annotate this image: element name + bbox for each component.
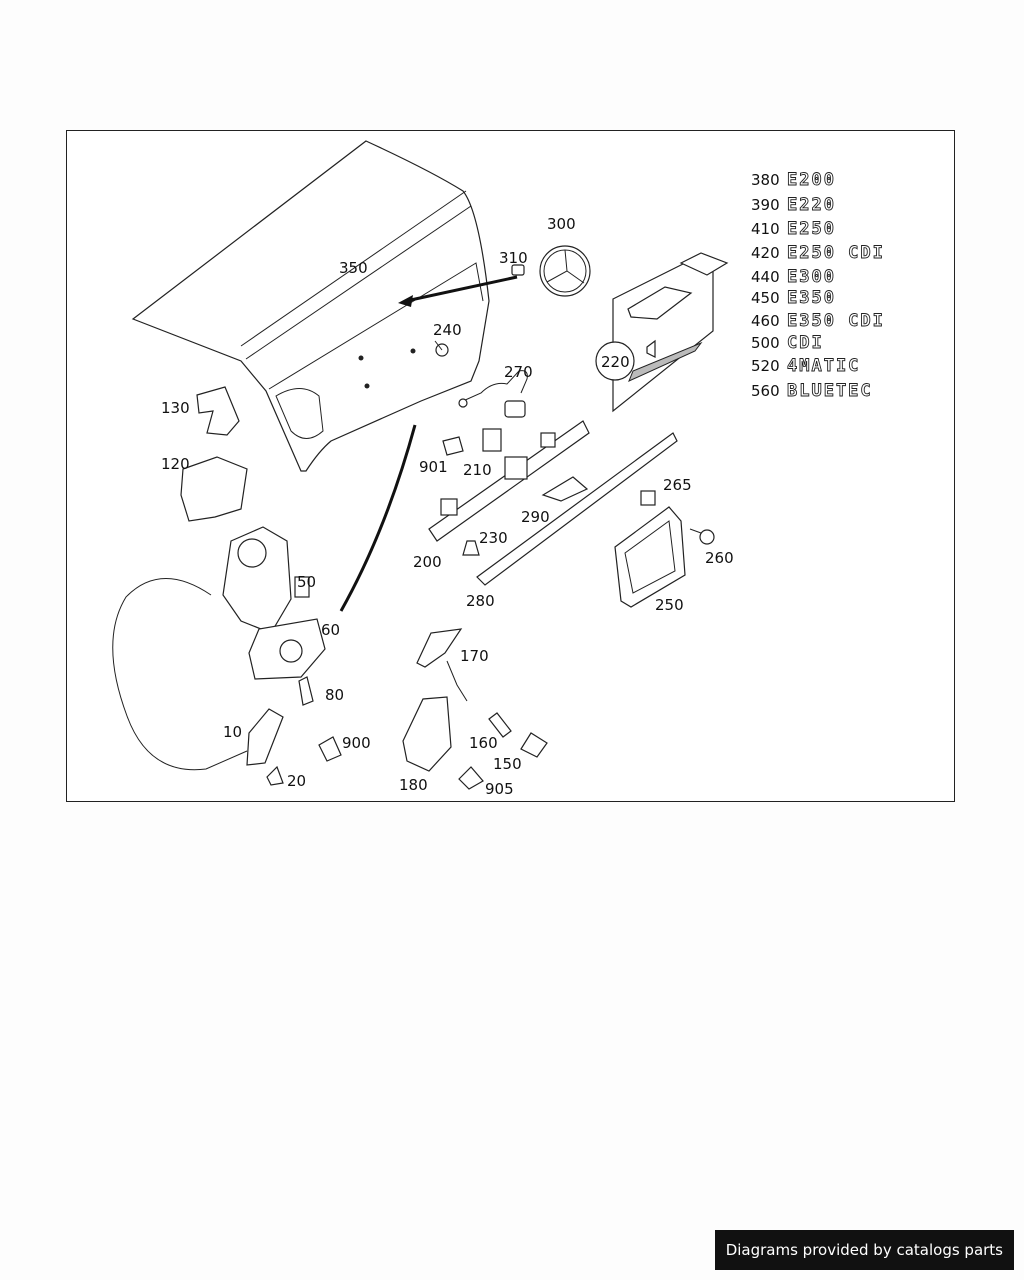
badge-text: E250 CDI <box>787 243 885 263</box>
label-350: 350 <box>339 259 368 277</box>
lock-unit-50 <box>222 526 326 680</box>
trunk-lid-350 <box>131 140 490 472</box>
badge-row: 380 E200 <box>751 170 836 191</box>
label-20: 20 <box>287 772 306 790</box>
label-170: 170 <box>460 647 489 665</box>
label-250: 250 <box>655 596 684 614</box>
label-240: 240 <box>433 321 462 339</box>
badge-row: 390 E220 <box>751 195 836 216</box>
label-210: 210 <box>463 461 492 479</box>
badge-part-number: 460 <box>751 312 780 330</box>
label-80: 80 <box>325 686 344 704</box>
badge-part-number: 450 <box>751 289 780 307</box>
label-50: 50 <box>297 573 316 591</box>
badge-part-number: 560 <box>751 382 780 400</box>
badge-text: E300 <box>787 267 836 287</box>
badge-text: E200 <box>787 170 836 190</box>
mercedes-star-300 <box>539 245 591 297</box>
badge-text: E250 <box>787 219 836 239</box>
label-120: 120 <box>161 455 190 473</box>
badge-row: 410 E250 <box>751 219 836 240</box>
label-180: 180 <box>399 776 428 794</box>
badge-part-number: 500 <box>751 334 780 352</box>
label-265: 265 <box>663 476 692 494</box>
label-260: 260 <box>705 549 734 567</box>
badge-row: 420 E250 CDI <box>751 243 885 264</box>
badge-text: E350 <box>787 288 836 308</box>
badge-text: BLUETEC <box>787 381 873 401</box>
badge-part-number: 520 <box>751 357 780 375</box>
badge-text: 4MATIC <box>787 356 860 376</box>
handle-strip-200 <box>428 420 590 542</box>
label-230: 230 <box>479 529 508 547</box>
badge-row: 450 E350 <box>751 288 836 309</box>
label-905: 905 <box>485 780 514 798</box>
badge-row: 460 E350 CDI <box>751 311 885 332</box>
label-160: 160 <box>469 734 498 752</box>
badge-row: 520 4MATIC <box>751 356 860 377</box>
badge-part-number: 410 <box>751 220 780 238</box>
panel-220 <box>595 252 729 413</box>
part-labels: 350 310 300 240 220 270 130 120 901 210 … <box>161 215 734 798</box>
badge-row: 500 CDI <box>751 333 824 354</box>
label-280: 280 <box>466 592 495 610</box>
label-270: 270 <box>504 363 533 381</box>
label-901: 901 <box>419 458 448 476</box>
label-900: 900 <box>342 734 371 752</box>
badge-part-number: 390 <box>751 196 780 214</box>
label-220: 220 <box>601 353 630 371</box>
label-290: 290 <box>521 508 550 526</box>
label-310: 310 <box>499 249 528 267</box>
badge-text: E220 <box>787 195 836 215</box>
parts-diagram: 350 310 300 240 220 270 130 120 901 210 … <box>112 140 885 798</box>
badge-text: CDI <box>787 333 824 353</box>
label-200: 200 <box>413 553 442 571</box>
badge-row: 440 E300 <box>751 267 836 288</box>
footer-credit: Diagrams provided by catalogs parts <box>714 1230 1014 1270</box>
badge-part-number: 420 <box>751 244 780 262</box>
badge-text: E350 CDI <box>787 311 885 331</box>
label-60: 60 <box>321 621 340 639</box>
label-10: 10 <box>223 723 242 741</box>
label-150: 150 <box>493 755 522 773</box>
badge-row: 560 BLUETEC <box>751 381 873 402</box>
label-300: 300 <box>547 215 576 233</box>
badge-part-number: 440 <box>751 268 780 286</box>
label-130: 130 <box>161 399 190 417</box>
parts-diagram-frame: 350 310 300 240 220 270 130 120 901 210 … <box>66 130 955 802</box>
badge-part-number: 380 <box>751 171 780 189</box>
